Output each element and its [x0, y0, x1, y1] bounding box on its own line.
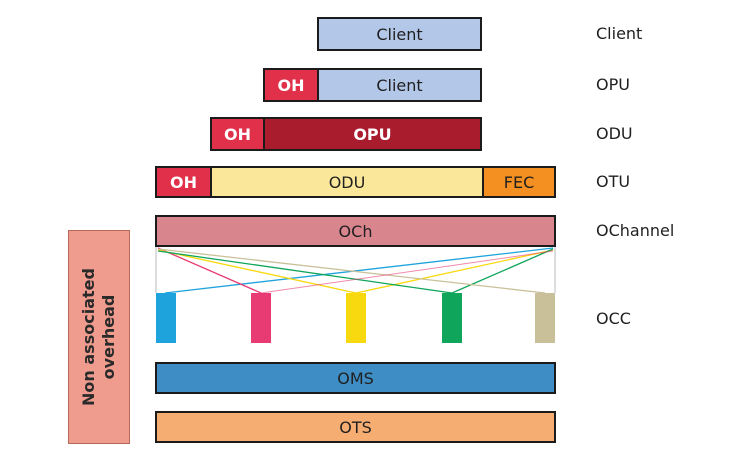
- layer-label-ochannel: OChannel: [596, 221, 675, 240]
- client-block: Client: [317, 17, 482, 51]
- otu-odu-label: ODU: [328, 172, 366, 192]
- oms-block-label: OMS: [337, 368, 374, 388]
- occ-bar-green: [442, 293, 462, 343]
- opu-client-label: Client: [376, 75, 423, 95]
- odu-oh-label: OH: [224, 124, 251, 144]
- otu-oh-block: OH: [155, 166, 212, 198]
- non-associated-overhead-label: Non associated overhead: [79, 268, 119, 406]
- odu-opu-label: OPU: [353, 124, 392, 144]
- occ-line-yellow-a: [157, 249, 357, 294]
- layer-label-odu: ODU: [596, 124, 633, 143]
- otu-fec-block: FEC: [482, 166, 556, 198]
- occ-line-green-b: [451, 248, 554, 294]
- opu-oh-label: OH: [277, 75, 305, 95]
- side-label-line2: overhead: [99, 294, 118, 380]
- occ-line-yellow-b: [355, 249, 554, 294]
- occ-line-green-a: [157, 250, 453, 294]
- client-block-label: Client: [376, 24, 423, 44]
- oms-block: OMS: [155, 362, 556, 394]
- otu-odu-block: ODU: [210, 166, 484, 198]
- non-associated-overhead-box: Non associated overhead: [68, 230, 130, 444]
- occ-bar-tan: [535, 293, 555, 343]
- occ-line-blue: [164, 247, 554, 294]
- och-block: OCh: [155, 215, 556, 247]
- otu-oh-label: OH: [170, 172, 197, 192]
- layer-label-client: Client: [596, 24, 643, 43]
- odu-opu-block: OPU: [263, 117, 482, 151]
- layer-label-occ: OCC: [596, 309, 631, 328]
- occ-bar-blue: [156, 293, 176, 343]
- ots-block: OTS: [155, 411, 556, 443]
- occ-line-pink-b: [260, 250, 554, 294]
- och-block-label: OCh: [338, 221, 373, 241]
- occ-bar-yellow: [346, 293, 366, 343]
- ots-block-label: OTS: [339, 417, 372, 437]
- side-label-line1: Non associated: [79, 268, 98, 406]
- odu-oh-block: OH: [210, 117, 265, 151]
- opu-client-block: Client: [317, 68, 482, 102]
- occ-line-tan: [157, 248, 546, 294]
- occ-line-pink: [157, 247, 262, 294]
- occ-bar-pink: [251, 293, 271, 343]
- layer-label-opu: OPU: [596, 75, 630, 94]
- otu-fec-label: FEC: [503, 172, 535, 192]
- layer-label-otu: OTU: [596, 172, 631, 191]
